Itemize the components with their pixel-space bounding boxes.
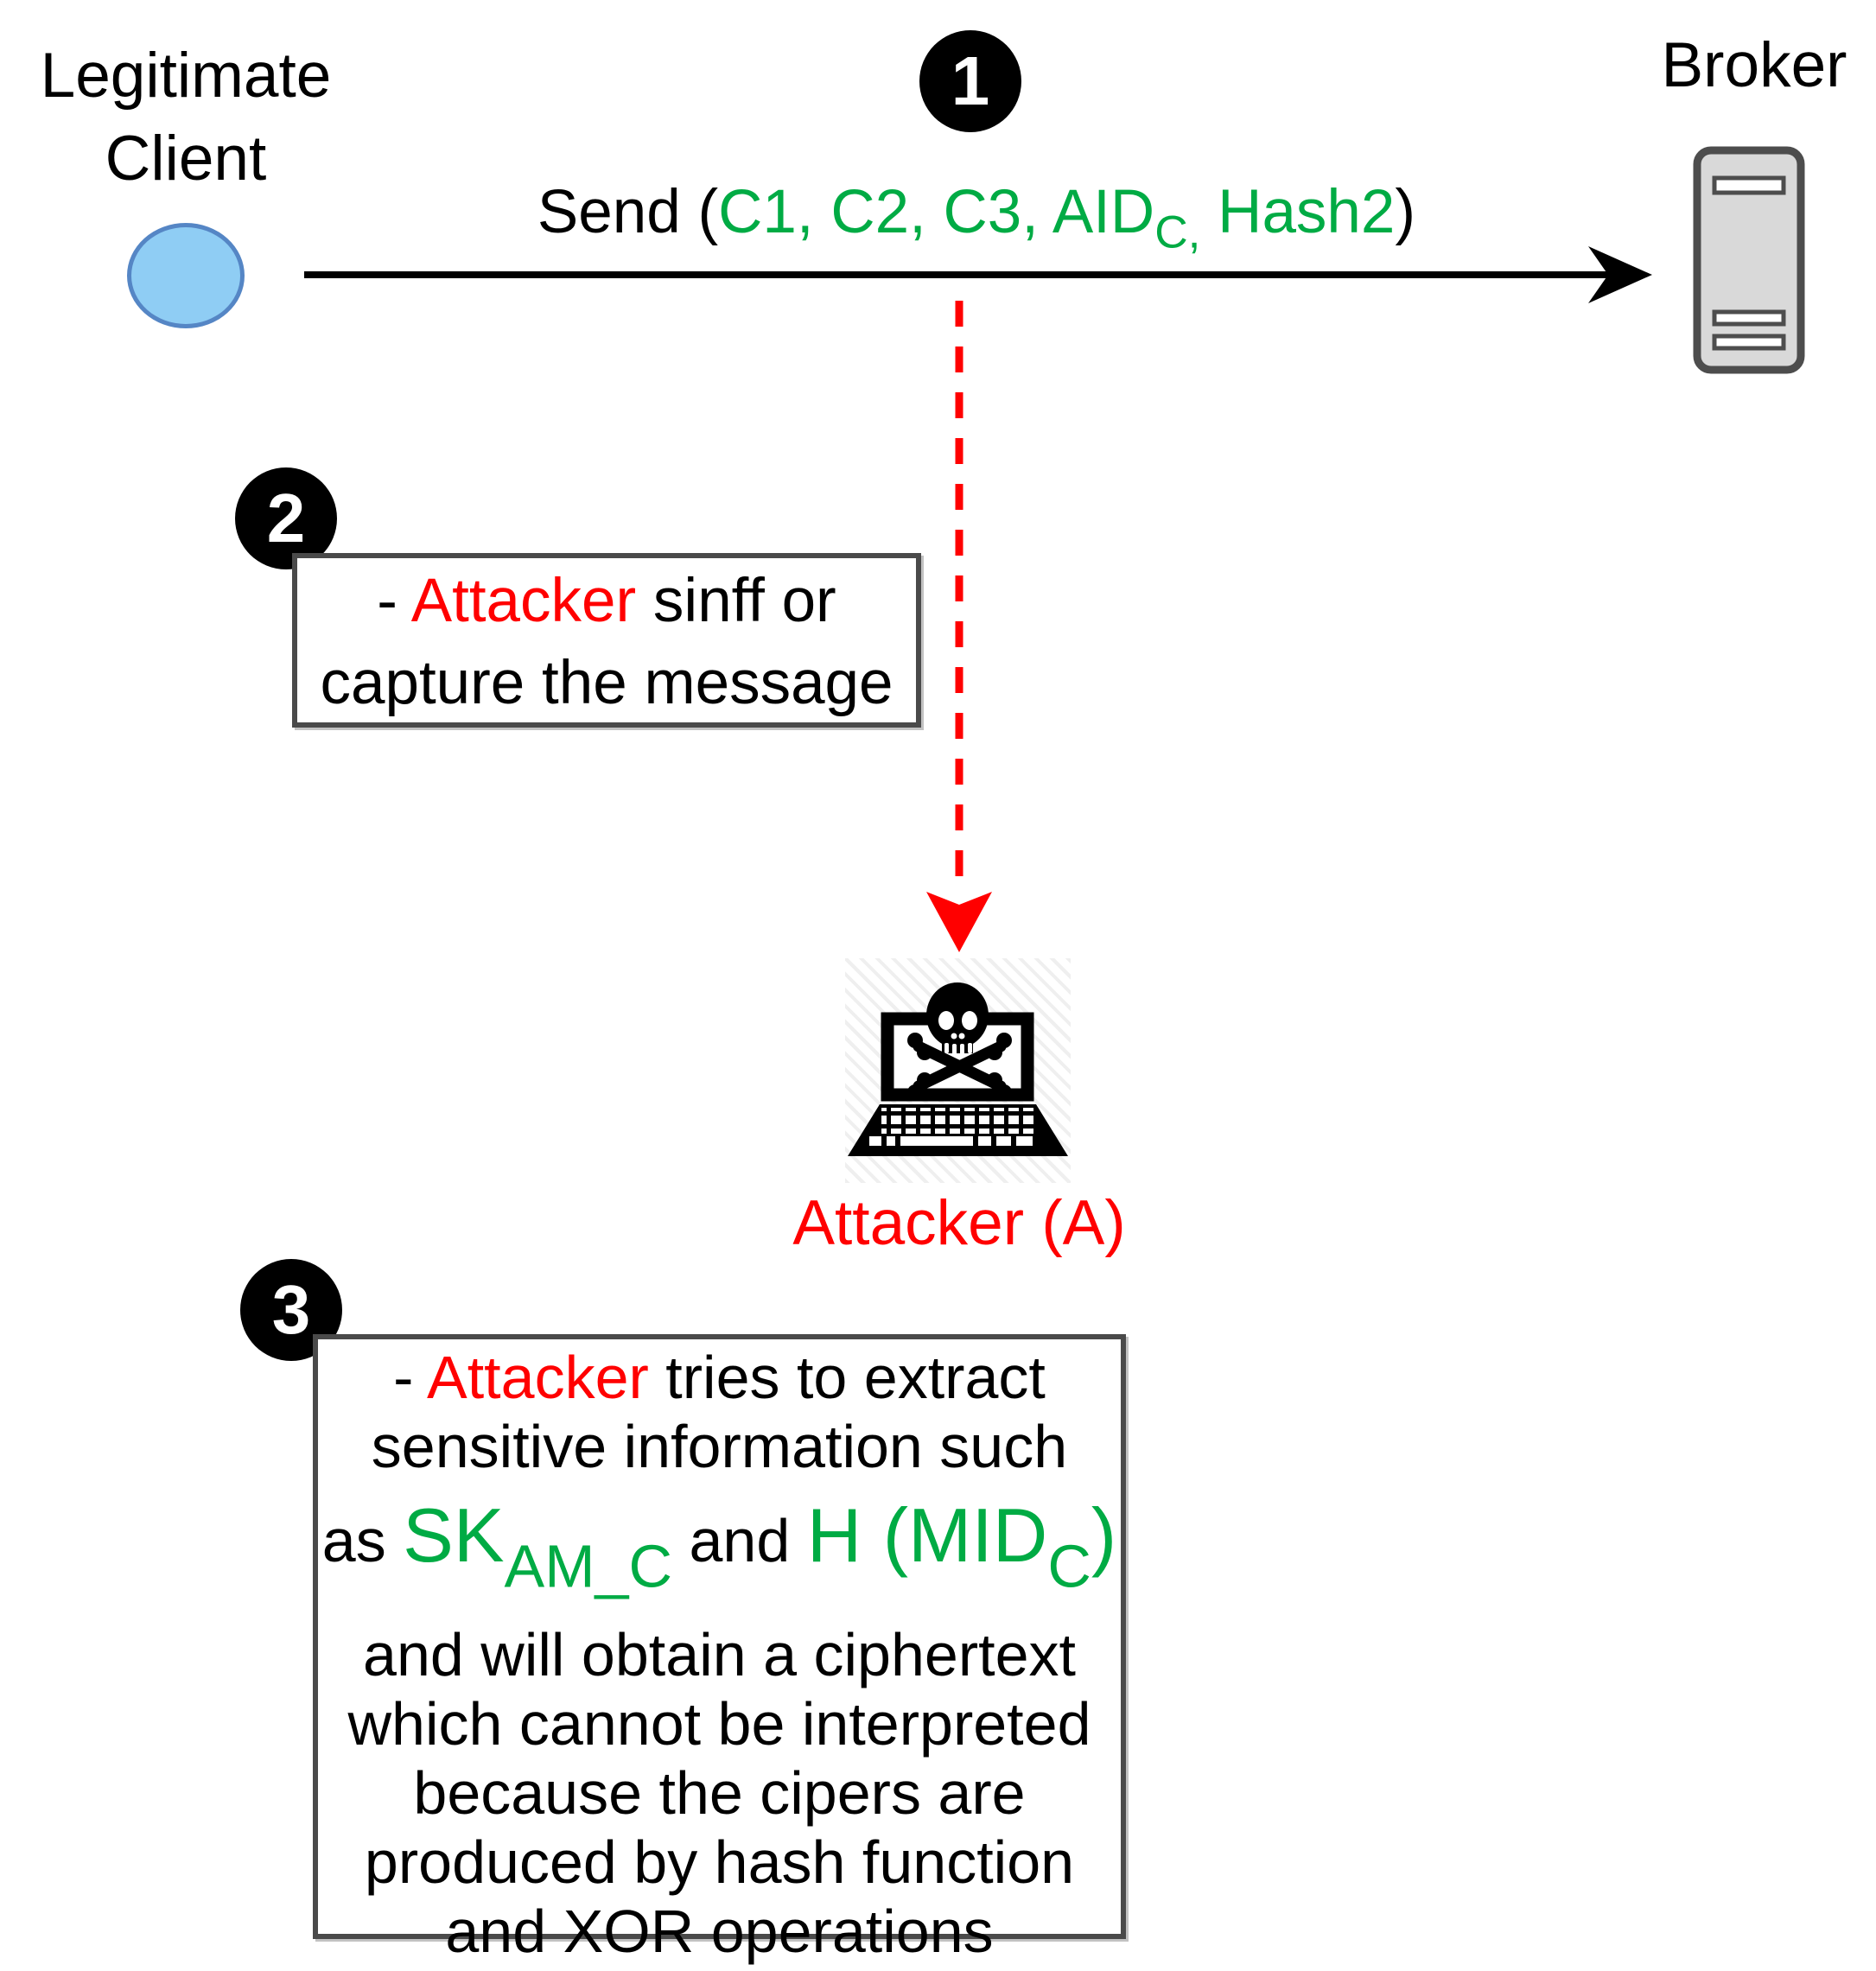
server-icon — [1693, 146, 1805, 374]
step3-line7: produced by hash function — [364, 1828, 1075, 1897]
step3-hmid-subscript: C — [1047, 1532, 1091, 1600]
skull — [926, 982, 989, 1055]
step2-badge-number: 2 — [266, 480, 306, 556]
step2-attacker-text: Attacker — [410, 567, 637, 635]
step2-dash: - — [377, 567, 411, 635]
broker-label: Broker — [1661, 30, 1847, 100]
client-label-line2: Client — [105, 124, 267, 194]
step2-line1-rest: sinff or — [636, 567, 836, 635]
arrow-right-icon — [304, 246, 1652, 303]
client-circle — [127, 223, 245, 328]
step3-line3-black1: as — [321, 1507, 404, 1574]
step3-dash: - — [393, 1344, 428, 1411]
step3-line3-black2: and — [672, 1507, 807, 1574]
bone-knobs — [907, 1033, 1012, 1100]
step3-line8: and XOR operations — [445, 1898, 994, 1966]
send-message-subscript: C, — [1154, 207, 1201, 258]
step3-badge-number: 3 — [271, 1271, 311, 1348]
send-message-suffix: ) — [1395, 178, 1416, 246]
step2-note-box: - Attacker sinff or capture the message — [292, 553, 921, 728]
step2-note-line2: capture the message — [320, 649, 893, 717]
step3-sk-text: SK — [403, 1492, 505, 1578]
skull-laptop-drawing — [848, 982, 1068, 1156]
step3-hmid-text: H (MID — [806, 1492, 1048, 1578]
step3-hmid-close: ) — [1091, 1492, 1117, 1578]
step3-line1-rest: tries to extract — [648, 1344, 1046, 1411]
step3-sk-subscript: AM_C — [504, 1532, 673, 1600]
dashed-arrow-down-icon — [926, 301, 992, 952]
send-message-params-tail: Hash2 — [1200, 178, 1396, 246]
client-label: Legitimate Client — [26, 35, 346, 200]
keyboard — [848, 1104, 1068, 1156]
send-message-label: Send (C1, C2, C3, AIDC, Hash2) — [501, 171, 1452, 275]
client-label-line1: Legitimate — [40, 41, 332, 111]
step3-line5: which cannot be interpreted — [347, 1690, 1091, 1758]
step3-line4: and will obtain a ciphertext — [363, 1621, 1076, 1689]
step3-line1: - Attacker tries to extract — [318, 1343, 1121, 1412]
skull-laptop-icon — [845, 958, 1071, 1183]
step2-note-line1: - Attacker sinff or — [297, 560, 916, 642]
step3-line6: because the cipers are — [413, 1759, 1026, 1828]
step3-line3: as SKAM_C and H (MIDC) — [318, 1481, 1121, 1620]
step1-badge: 1 — [919, 30, 1021, 132]
attacker-label: Attacker (A) — [792, 1188, 1126, 1258]
step3-line2: sensitive information such — [371, 1413, 1068, 1480]
send-message-params: C1, C2, C3, AID — [718, 178, 1155, 246]
step3-attacker-text: Attacker — [427, 1344, 649, 1411]
step3-note-box: - Attacker tries to extract sensitive in… — [313, 1334, 1126, 1965]
step1-badge-number: 1 — [951, 42, 990, 119]
send-message-prefix: Send ( — [537, 178, 719, 246]
step2-badge: 2 — [235, 467, 337, 569]
